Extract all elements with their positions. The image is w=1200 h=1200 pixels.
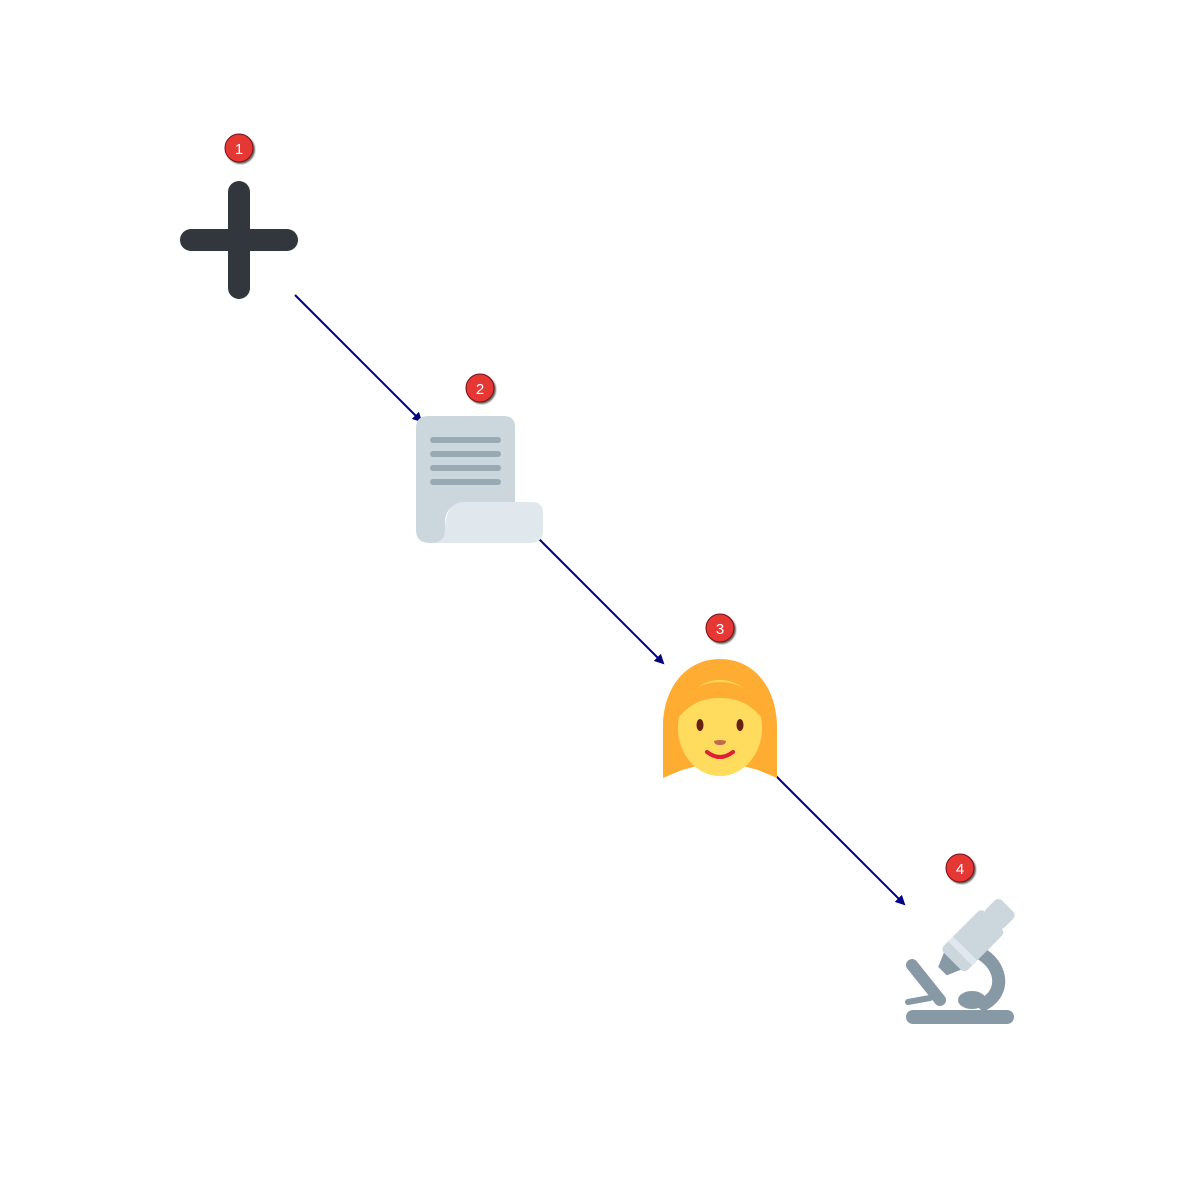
- step-number-3: 3: [716, 621, 724, 638]
- arrow-2-to-3: [537, 537, 665, 665]
- step-number-4: 4: [956, 861, 964, 878]
- step-badge-2: [465, 373, 495, 403]
- scroll-document-icon: [416, 416, 543, 543]
- step-number-1: 1: [235, 141, 243, 158]
- plus-icon: [180, 181, 298, 299]
- woman-face-icon: [663, 659, 777, 778]
- microscope-icon: [905, 898, 1015, 1024]
- step-2: 2: [416, 373, 543, 543]
- step-badge-4: [945, 853, 975, 883]
- step-badge-3: [705, 613, 735, 643]
- arrow-1-to-2: [294, 294, 423, 423]
- step-badge-1: [224, 133, 254, 163]
- step-4: 4: [905, 853, 1015, 1024]
- step-number-2: 2: [476, 381, 484, 398]
- step-3: 3: [663, 613, 777, 778]
- step-1: 1: [180, 133, 298, 299]
- arrow-3-to-4: [774, 774, 906, 906]
